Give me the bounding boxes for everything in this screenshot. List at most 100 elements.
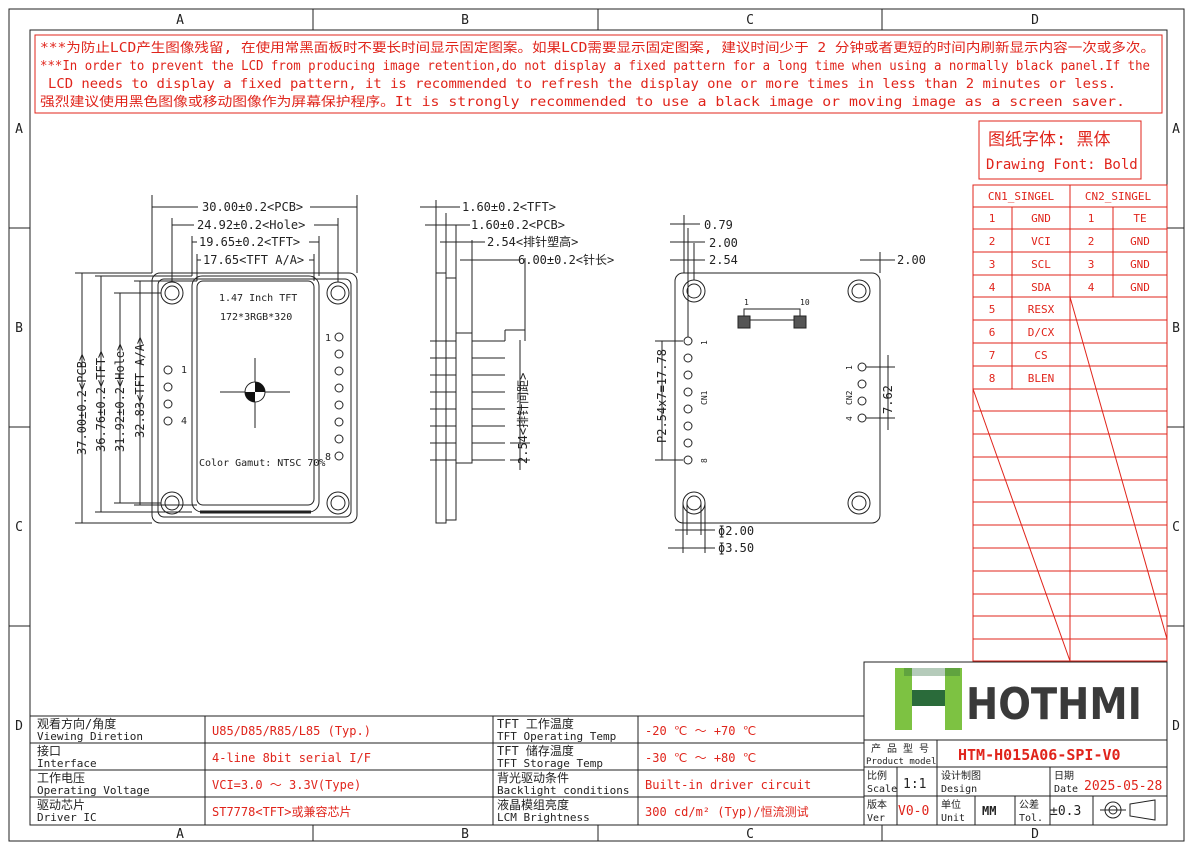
cn1-pin-name: VCI [1031,235,1051,248]
cn1-pin-name: GND [1031,212,1051,225]
unit-value: MM [982,804,996,818]
projection-symbol-icon [1100,799,1156,821]
back-dim-hole-inner: ɸ2.00 [718,524,754,538]
spec-label-en: Operating Voltage [37,784,150,797]
model-label-en: Product model [866,757,936,767]
logo-text: HOTHMI [966,679,1142,730]
pin-table-grid [972,184,1168,662]
title-block-grid [863,661,1168,826]
spec-label-en: Viewing Diretion [37,730,143,743]
zone-ticks [9,9,1184,841]
back-cn2-last: 4 [845,416,854,421]
spec2-label-cn: TFT 储存温度 [497,743,574,758]
spec-label-en: Driver IC [37,811,97,824]
cn2-pin-name: GND [1130,235,1150,248]
cn2-pin-name: GND [1130,258,1150,271]
cn1-pin-no: 8 [989,372,996,385]
cn1-pin-no: 3 [989,258,996,271]
cn1-pin-no: 5 [989,303,996,316]
side-view [420,200,530,524]
fpc-pin-10: 10 [800,298,810,307]
cn1-pin-name: D/CX [1028,326,1055,339]
cn2-pin-no: 1 [1088,212,1095,225]
dim-tft-width: 19.65±0.2<TFT> [199,235,300,249]
spec2-value: 300 cd/m² (Typ)/恒流测试 [645,804,809,819]
spec2-label-en: TFT Storage Temp [497,757,603,770]
col-label-a-bottom: A [176,827,184,842]
dim-tft-height: 36.76±0.2<TFT> [94,351,108,452]
spec2-label-cn: TFT 工作温度 [497,716,574,731]
notice-box [34,34,1163,114]
dim-aa-height: 32.83<TFT A/A> [133,337,147,438]
cn1-pin-name: SCL [1031,258,1051,271]
notice-line-4: 强烈建议使用黑色图像或移动图像作为屏幕保护程序。It is strongly r… [40,94,1125,110]
tol-label-en: Tol. [1019,813,1043,824]
ver-label-en: Ver [867,813,885,824]
back-cn1-first: 1 [700,340,709,345]
back-cn1-last: 8 [700,458,709,463]
tol-value: ±0.3 [1050,804,1081,819]
dim-pin-pitch: 2.54<排针间距> [515,373,530,464]
cn2-pin-name: GND [1130,281,1150,294]
cn1-pin-no: 1 [989,212,996,225]
row-label-b-right: B [1172,321,1180,336]
dim-pin-length: 6.00±0.2<针长> [518,252,614,267]
col-label-d-top: D [1031,13,1039,28]
col-label-c-bottom: C [746,827,754,842]
spec-value: U85/D85/R85/L85 (Typ.) [212,724,371,738]
spec-label-cn: 观看方向/角度 [37,716,116,731]
cn2-pin-name: TE [1133,212,1146,225]
unit-label-en: Unit [941,813,965,824]
cn1-label: CN1 [700,390,709,405]
font-box-en: Drawing Font: Bold [986,157,1138,173]
row-label-c-right: C [1172,520,1180,535]
back-dim-b: 2.00 [709,236,738,250]
cn2-pin-no: 4 [1088,281,1095,294]
spec2-value: -30 ℃ ～ +80 ℃ [645,751,756,765]
scale-value: 1:1 [903,777,926,792]
spec2-label-en: LCM Brightness [497,811,590,824]
cn1-pin-no: 4 [989,281,996,294]
col-label-d-bottom: D [1031,827,1039,842]
cn1-pin-no: 2 [989,235,996,248]
spec-value: 4-line 8bit serial I/F [212,751,371,765]
cn2-pin-no: 2 [1088,235,1095,248]
dim-hole-w-bg [194,217,314,232]
spec-label-cn: 接口 [37,743,61,758]
spec-label-en: Interface [37,757,97,770]
unit-label-cn: 单位 [941,798,961,811]
back-dim-cn2: 7.62 [881,385,895,414]
cn1-pin-name: RESX [1028,303,1055,316]
row-label-b-left: B [15,321,23,336]
scale-label-cn: 比例 [867,769,887,782]
cn1-pin-no: 7 [989,349,996,362]
spec-label-cn: 工作电压 [37,771,85,785]
font-box [978,120,1142,180]
company-logo [895,668,962,730]
col-label-b-bottom: B [461,827,469,842]
design-label-en: Design [941,784,977,795]
cn2-header: CN2_SINGEL [1085,190,1152,203]
date-label-cn: 日期 [1054,770,1074,782]
notice-line-3: LCD needs to display a fixed pattern, it… [48,77,1116,92]
cn1-pin-name: BLEN [1028,372,1055,385]
dim-hole-height: 31.92±0.2<Hole> [113,344,127,452]
cn2-pin-no: 3 [1088,258,1095,271]
lcd-resolution: 172*3RGB*320 [220,312,292,323]
back-cn2-first: 1 [845,365,854,370]
notice-line-1: ***为防止LCD产生图像残留, 在使用常黑面板时不要长时间显示固定图案。如果L… [40,40,1155,56]
lcd-gamut: Color Gamut: NTSC 70% [199,458,325,469]
row-label-c-left: C [15,520,23,535]
scale-label-en: Scale [867,784,897,795]
center-mark-fill [245,382,265,402]
dim-pcb-height: 37.00±0.2<PCB> [75,354,89,455]
tol-label-cn: 公差 [1019,798,1039,811]
spec-table-grid [30,662,865,825]
cn2-first-pin: 1 [181,365,187,376]
spec2-label-en: Backlight conditions [497,784,629,797]
spec2-value: -20 ℃ ～ +70 ℃ [645,724,756,738]
date-label-en: Date [1054,784,1078,795]
dim-tft-thickness: 1.60±0.2<TFT> [462,200,556,214]
ver-label-cn: 版本 [867,798,887,811]
cn1-pin-name: CS [1034,349,1047,362]
